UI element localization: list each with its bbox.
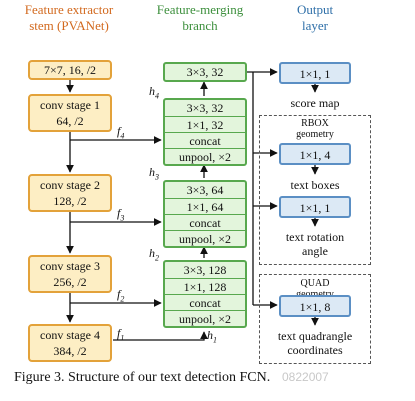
rbox-title: RBOX geometry — [270, 118, 360, 140]
output-quad-label: 1×1, 8 — [299, 300, 331, 314]
h1-label: h1 — [207, 328, 217, 347]
text-boxes-label: text boxes — [290, 178, 340, 192]
h4-letter: h — [149, 84, 155, 98]
merge-cell: unpool, ×2 — [165, 310, 245, 326]
watermark: 0822007 — [282, 370, 329, 384]
f3-label: f3 — [117, 206, 124, 225]
merge-cell: unpool, ×2 — [165, 230, 245, 246]
h3-letter: h — [149, 165, 155, 179]
merge-cell: 3×3, 128 — [183, 263, 227, 277]
f3-letter: f — [117, 206, 121, 220]
merge-header: Feature-merging branch — [145, 2, 255, 34]
f1-arrow — [113, 331, 208, 341]
conv-stage-3: conv stage 3 256, /2 — [28, 255, 112, 293]
merge-cell: 3×3, 32 — [186, 101, 224, 115]
output-rotation-box: 1×1, 1 — [279, 196, 351, 218]
h4-label: h4 — [149, 84, 159, 103]
conv-stage-4-name: conv stage 4 — [40, 328, 100, 342]
merge-group-h2: 3×3, 128 1×1, 128 concat unpool, ×2 — [163, 260, 247, 328]
quad-title-line2: geometry — [270, 289, 360, 300]
quad-label-line1: text quadrangle — [277, 329, 353, 343]
merge-group-h4: 3×3, 32 1×1, 32 concat unpool, ×2 — [163, 98, 247, 166]
rbox-group — [259, 115, 371, 265]
merge-cell: concat — [165, 214, 245, 230]
rbox-title-line2: geometry — [296, 129, 334, 140]
f1-letter: f — [117, 326, 121, 340]
f3-sub: 3 — [120, 213, 125, 223]
f2-sub: 2 — [120, 294, 125, 304]
quad-label: text quadrangle coordinates — [262, 329, 368, 357]
merge-top-box: 3×3, 32 — [163, 62, 247, 82]
stem-box-7x7: 7×7, 16, /2 — [28, 60, 112, 80]
output-quad-box: 1×1, 8 — [279, 295, 351, 317]
conv-stage-3-name: conv stage 3 — [40, 259, 100, 273]
output-score-box: 1×1, 1 — [279, 62, 351, 84]
h1-letter: h — [207, 328, 213, 342]
merge-cell: 1×1, 64 — [165, 198, 245, 214]
conv-stage-2-name: conv stage 2 — [40, 178, 100, 192]
h2-letter: h — [149, 246, 155, 260]
stem-header-line2: stem (PVANet) — [29, 18, 109, 33]
f1-sub: 1 — [120, 333, 125, 343]
h3-sub: 3 — [155, 172, 159, 182]
conv-stage-1: conv stage 1 64, /2 — [28, 94, 112, 132]
merge-cell: unpool, ×2 — [165, 148, 245, 164]
rotation-label: text rotation angle — [266, 230, 364, 258]
f4-label: f4 — [117, 124, 124, 143]
f1-label: f1 — [117, 326, 124, 345]
h2-label: h2 — [149, 246, 159, 265]
conv-stage-4: conv stage 4 384, /2 — [28, 324, 112, 362]
merge-cell: concat — [165, 294, 245, 310]
output-boxes-box: 1×1, 4 — [279, 143, 351, 165]
output-boxes-label: 1×1, 4 — [299, 148, 331, 162]
stem-box-7x7-label: 7×7, 16, /2 — [43, 63, 97, 77]
merge-cell: 3×3, 64 — [186, 183, 224, 197]
f4-letter: f — [117, 124, 121, 138]
conv-stage-1-params: 64, /2 — [56, 114, 84, 128]
output-score-label: 1×1, 1 — [299, 67, 331, 81]
merge-header-line2: branch — [182, 18, 218, 33]
figure-caption: Figure 3. Structure of our text detectio… — [14, 370, 271, 385]
quad-label-line2: coordinates — [287, 343, 343, 357]
merge-cell: concat — [165, 132, 245, 148]
quad-title-line1: QUAD — [300, 278, 330, 289]
score-map-label: score map — [290, 96, 340, 110]
output-header-line2: layer — [302, 18, 328, 33]
output-header: Output layer — [280, 2, 350, 34]
h2-sub: 2 — [155, 253, 159, 263]
conv-stage-2: conv stage 2 128, /2 — [28, 174, 112, 212]
h3-label: h3 — [149, 165, 159, 184]
f4-sub: 4 — [120, 131, 125, 141]
merge-header-line1: Feature-merging — [156, 2, 244, 17]
output-rotation-label: 1×1, 1 — [299, 201, 331, 215]
rbox-title-line1: RBOX — [301, 118, 329, 129]
merge-top-label: 3×3, 32 — [186, 65, 224, 79]
conv-stage-1-name: conv stage 1 — [40, 98, 100, 112]
rotation-label-line1: text rotation — [285, 230, 345, 244]
quad-group — [259, 274, 371, 364]
conv-stage-4-params: 384, /2 — [53, 344, 87, 358]
stem-header: Feature extractor stem (PVANet) — [14, 2, 124, 34]
output-header-line1: Output — [296, 2, 334, 17]
rotation-label-line2: angle — [302, 244, 328, 258]
merge-group-h3: 3×3, 64 1×1, 64 concat unpool, ×2 — [163, 180, 247, 248]
h1-sub: 1 — [213, 335, 217, 345]
merge-cell: 1×1, 128 — [165, 278, 245, 294]
h4-sub: 4 — [155, 91, 159, 101]
f2-letter: f — [117, 287, 121, 301]
quad-title: QUAD geometry — [270, 278, 360, 300]
conv-stage-2-params: 128, /2 — [53, 194, 87, 208]
f2-label: f2 — [117, 287, 124, 306]
merge-cell: 1×1, 32 — [165, 116, 245, 132]
stem-header-line1: Feature extractor — [24, 2, 114, 17]
conv-stage-3-params: 256, /2 — [53, 275, 87, 289]
